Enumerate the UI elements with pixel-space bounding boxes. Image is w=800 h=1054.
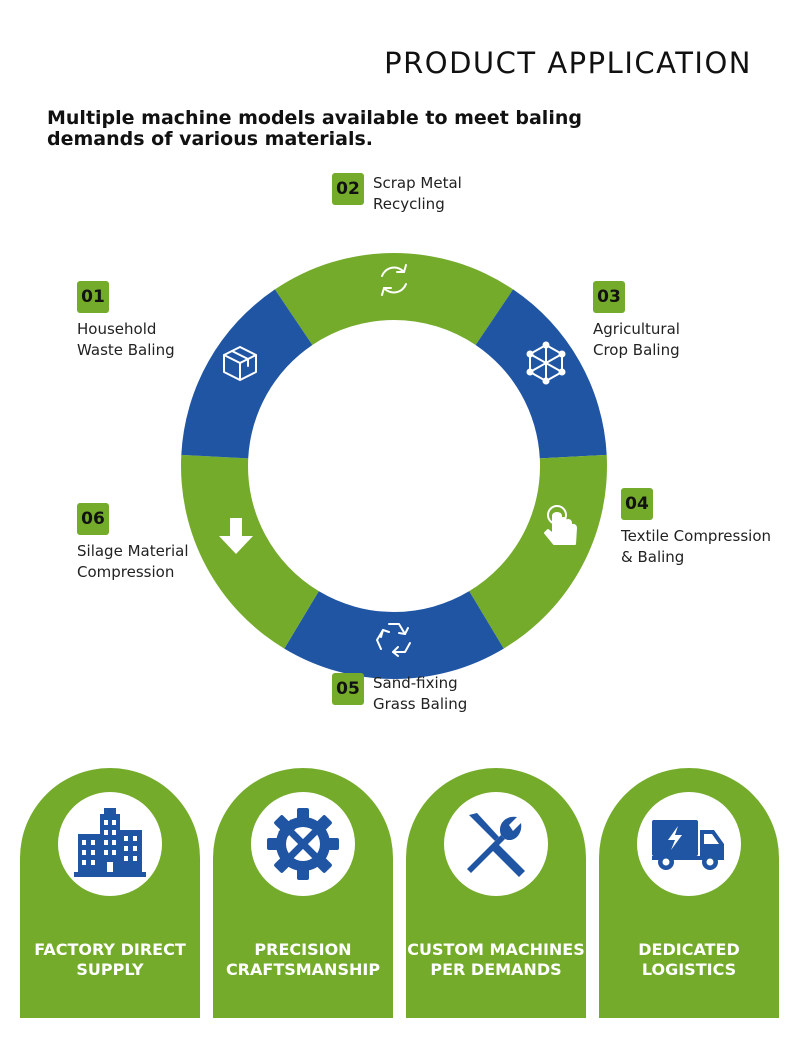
item-number: 03 <box>593 281 625 313</box>
page-title: PRODUCT APPLICATION <box>384 46 752 80</box>
item-label: Silage Material Compression <box>77 542 189 581</box>
feature-label: CUSTOM MACHINES PER DEMANDS <box>407 940 585 979</box>
item-label: Sand-fixing Grass Baling <box>373 674 468 713</box>
feature-icon-circle <box>58 792 162 896</box>
cube-network-icon <box>526 341 566 385</box>
factory-building-icon <box>74 808 146 877</box>
package-box-icon <box>223 346 257 381</box>
item-number: 04 <box>621 488 653 520</box>
tools-icon <box>467 813 525 877</box>
ring-segment-06 <box>180 454 319 649</box>
gear-tooth <box>297 866 309 880</box>
feature-label: DEDICATED LOGISTICS <box>638 940 740 979</box>
ring-svg <box>180 253 607 679</box>
ring-segment-03 <box>475 289 607 459</box>
ring-segment-02 <box>274 253 514 345</box>
application-item: 03 Agricultural Crop Baling <box>593 281 680 361</box>
ring-segment-05 <box>284 591 504 679</box>
gear-tooth <box>315 856 332 873</box>
arrow-down-icon <box>219 518 253 554</box>
feature-label: PRECISION CRAFTSMANSHIP <box>225 940 381 979</box>
item-label: Household Waste Baling <box>77 320 175 359</box>
gear-tooth <box>267 838 281 850</box>
ring-segment-04 <box>469 454 607 649</box>
feature-cards: FACTORY DIRECT SUPPLY PRECISION CRAFTSMA… <box>20 768 780 1018</box>
hand-pointer-icon <box>544 505 577 545</box>
application-item: 06 Silage Material Compression <box>77 503 189 583</box>
gear-tooth <box>274 815 291 832</box>
feature-card-factory-direct: FACTORY DIRECT SUPPLY <box>20 768 200 1018</box>
feature-icon-circle <box>251 792 355 896</box>
item-number: 06 <box>77 503 109 535</box>
page-subtitle: Multiple machine models available to mee… <box>47 107 582 150</box>
feature-icon-circle <box>637 792 741 896</box>
application-ring <box>180 253 607 679</box>
feature-label: FACTORY DIRECT SUPPLY <box>34 940 186 979</box>
item-label: Textile Compression & Baling <box>621 527 771 566</box>
recycle-icon <box>376 623 411 657</box>
gear-tooth <box>315 815 332 832</box>
feature-icon-circle <box>444 792 548 896</box>
item-number: 02 <box>332 173 364 205</box>
delivery-truck-icon <box>652 820 724 870</box>
gear-tooth <box>274 856 291 873</box>
item-label: Agricultural Crop Baling <box>593 320 680 359</box>
gear-tooth <box>325 838 339 850</box>
application-item: 01 Household Waste Baling <box>77 281 175 361</box>
item-label: Scrap Metal Recycling <box>373 174 462 213</box>
application-item: 04 Textile Compression & Baling <box>621 488 771 568</box>
item-number: 01 <box>77 281 109 313</box>
item-number: 05 <box>332 673 364 705</box>
feature-card-logistics: DEDICATED LOGISTICS <box>599 768 779 1018</box>
ring-segment-01 <box>181 289 313 459</box>
feature-card-precision: PRECISION CRAFTSMANSHIP <box>213 768 393 1018</box>
application-item: 05 Sand-fixing Grass Baling <box>332 673 467 715</box>
refresh-cycle-icon <box>381 264 407 296</box>
gear-wrench-icon <box>267 808 339 880</box>
gear-tooth <box>297 808 309 822</box>
feature-card-custom: CUSTOM MACHINES PER DEMANDS <box>406 768 586 1018</box>
application-item: 02 Scrap Metal Recycling <box>332 173 462 215</box>
